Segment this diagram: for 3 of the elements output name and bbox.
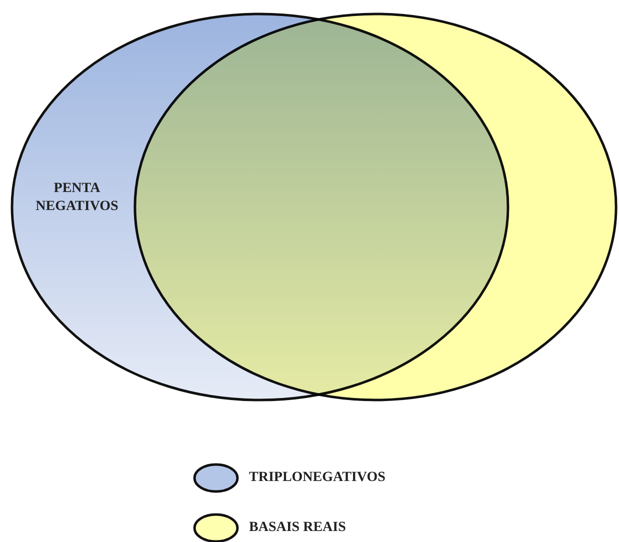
ellipse-label: PENTA NEGATIVOS — [34, 180, 120, 216]
legend-label: BASAIS REAIS — [249, 520, 346, 536]
legend-label: TRIPLONEGATIVOS — [249, 470, 386, 486]
